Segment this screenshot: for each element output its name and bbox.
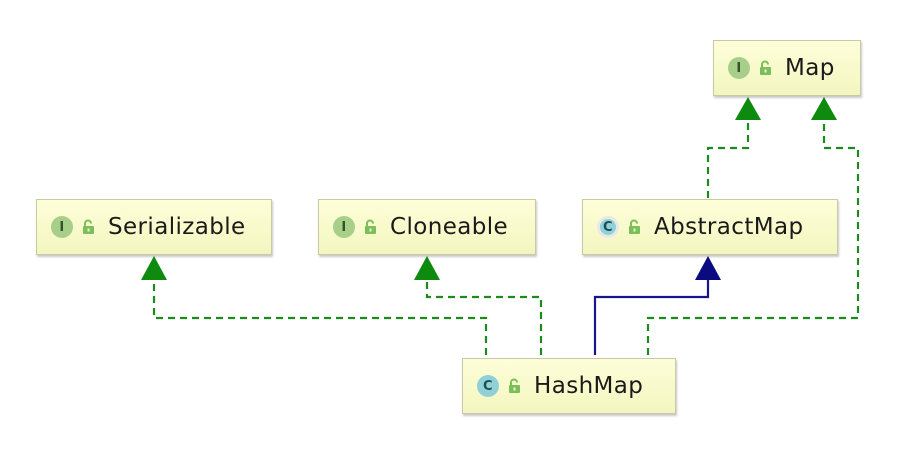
node-label: Serializable	[108, 213, 246, 240]
arrowhead-map-left	[735, 97, 761, 120]
edge-hashmap-implements-map	[646, 118, 860, 355]
edge-hashmap-extends-abstractmap	[593, 277, 710, 355]
node-hashmap[interactable]: C HashMap	[462, 358, 676, 414]
unlocked-padlock-icon	[365, 219, 376, 234]
edge-hashmap-implements-serializable	[152, 277, 488, 355]
unlocked-padlock-icon	[83, 219, 94, 234]
node-abstractmap[interactable]: C AbstractMap	[582, 199, 838, 255]
arrowhead-abstractmap	[695, 256, 721, 280]
interface-badge-icon: I	[51, 216, 73, 238]
class-badge-icon: C	[477, 375, 499, 397]
interface-badge-icon: I	[333, 216, 355, 238]
node-map[interactable]: I Map	[713, 40, 861, 96]
unlocked-padlock-icon	[629, 219, 640, 234]
arrowhead-map-right	[811, 97, 837, 120]
node-label: AbstractMap	[654, 213, 804, 240]
unlocked-padlock-icon	[509, 378, 520, 393]
node-label: Cloneable	[390, 213, 509, 240]
interface-badge-icon: I	[728, 57, 750, 79]
arrowhead-serializable	[141, 256, 167, 280]
unlocked-padlock-icon	[760, 60, 771, 75]
edge-hashmap-implements-cloneable	[425, 277, 543, 355]
node-label: Map	[785, 54, 835, 81]
node-serializable[interactable]: I Serializable	[36, 199, 272, 255]
arrowhead-cloneable	[414, 256, 440, 280]
node-cloneable[interactable]: I Cloneable	[318, 199, 536, 255]
edge-abstractmap-implements-map	[706, 118, 750, 198]
node-label: HashMap	[534, 372, 644, 399]
abstract-class-badge-icon: C	[597, 216, 619, 238]
